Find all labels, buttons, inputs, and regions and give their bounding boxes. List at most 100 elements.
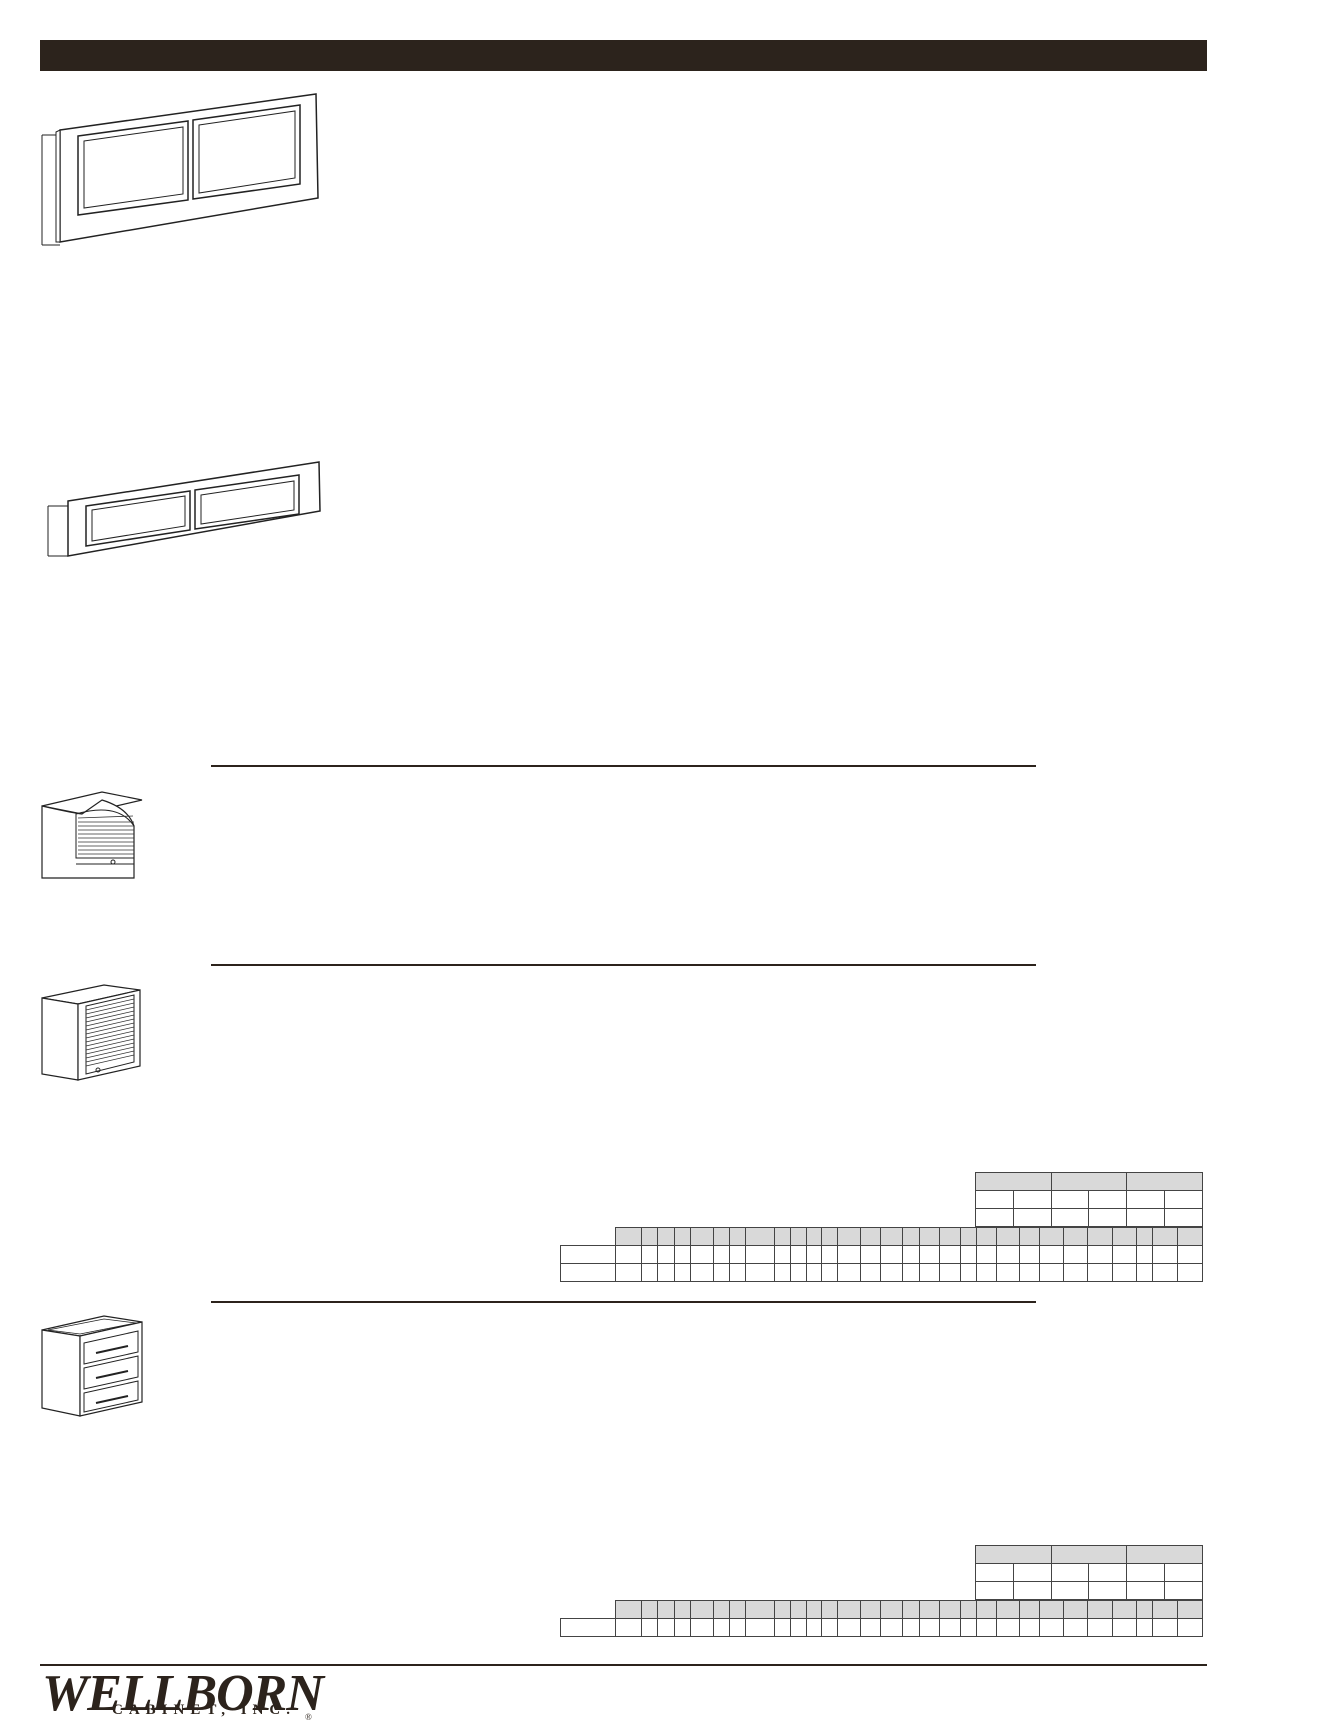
table-row (560, 1618, 1204, 1637)
grid-header-cell (976, 1600, 998, 1619)
grid-cell (728, 1245, 747, 1264)
grid-header-cell (996, 1227, 1020, 1246)
grid-header-cell (821, 1227, 839, 1246)
spec-table-bottom-groups (975, 1545, 1203, 1600)
grid-header-cell (728, 1600, 747, 1619)
grid-cell (773, 1245, 792, 1264)
grid-cell (690, 1618, 714, 1637)
table-cell (1050, 1172, 1128, 1191)
table-cell (975, 1545, 1052, 1564)
three-drawer-base-cabinet-illustration (41, 1315, 143, 1417)
grid-cell (880, 1263, 904, 1282)
grid-header-cell (1087, 1227, 1113, 1246)
grid-header-cell (1176, 1600, 1204, 1619)
grid-header-cell (959, 1600, 978, 1619)
grid-header-cell (880, 1227, 904, 1246)
table-cell (1012, 1581, 1052, 1600)
table-cell (1050, 1563, 1090, 1582)
grid-cell (1018, 1618, 1040, 1637)
grid-header-cell (690, 1600, 714, 1619)
grid-header-cell (1063, 1227, 1089, 1246)
grid-cell (1038, 1245, 1065, 1264)
grid-header-cell (773, 1227, 792, 1246)
grid-header-cell (745, 1600, 775, 1619)
grid-cell (1152, 1263, 1178, 1282)
table-cell (1088, 1190, 1128, 1209)
table-cell (1050, 1190, 1090, 1209)
grid-cell (1152, 1245, 1178, 1264)
grid-cell (976, 1245, 998, 1264)
grid-header-cell (657, 1227, 675, 1246)
grid-cell (806, 1245, 822, 1264)
grid-cell (939, 1263, 961, 1282)
grid-cell (1135, 1263, 1154, 1282)
grid-cell (773, 1618, 792, 1637)
grid-header-cell (560, 1227, 616, 1246)
grid-cell (959, 1245, 978, 1264)
table-cell (1088, 1581, 1128, 1600)
grid-cell (673, 1263, 692, 1282)
table-cell (1088, 1208, 1128, 1227)
spec-grid-top (560, 1227, 1204, 1282)
grid-cell (657, 1263, 675, 1282)
grid-header-cell (560, 1600, 616, 1619)
grid-cell (939, 1245, 961, 1264)
grid-header-cell (918, 1227, 941, 1246)
grid-cell (1087, 1245, 1113, 1264)
grid-header-cell (614, 1227, 642, 1246)
grid-header-cell (657, 1600, 675, 1619)
grid-cell (1111, 1618, 1137, 1637)
table-cell (1126, 1563, 1166, 1582)
grid-cell (996, 1263, 1020, 1282)
grid-cell (773, 1263, 792, 1282)
grid-cell (902, 1245, 920, 1264)
spec-table-top-groups (975, 1172, 1203, 1227)
grid-cell (1111, 1245, 1137, 1264)
grid-header-cell (790, 1600, 808, 1619)
table-cell (1050, 1545, 1128, 1564)
table-cell (1126, 1172, 1203, 1191)
grid-header-cell (918, 1600, 941, 1619)
grid-header-cell (790, 1227, 808, 1246)
grid-cell (560, 1245, 616, 1264)
grid-cell (657, 1618, 675, 1637)
grid-cell (1087, 1263, 1113, 1282)
brand-logo-subtitle: CABINET, INC. (112, 1702, 296, 1718)
grid-header-cell (773, 1600, 792, 1619)
grid-cell (1152, 1618, 1178, 1637)
grid-cell (614, 1263, 642, 1282)
grid-cell (790, 1618, 808, 1637)
grid-cell (745, 1263, 775, 1282)
grid-header-cell (976, 1227, 998, 1246)
registered-mark: ® (305, 1712, 312, 1722)
grid-cell (1063, 1618, 1089, 1637)
grid-cell (939, 1618, 961, 1637)
grid-header-cell (1176, 1227, 1204, 1246)
grid-header-cell (806, 1227, 822, 1246)
grid-cell (821, 1263, 839, 1282)
grid-cell (1176, 1263, 1204, 1282)
table-cell (975, 1190, 1014, 1209)
grid-header-cell (806, 1600, 822, 1619)
grid-cell (918, 1245, 941, 1264)
grid-cell (560, 1263, 616, 1282)
grid-cell (1063, 1263, 1089, 1282)
table-cell (1088, 1563, 1128, 1582)
grid-cell (673, 1245, 692, 1264)
grid-cell (859, 1263, 882, 1282)
grid-header-cell (1063, 1600, 1089, 1619)
grid-cell (745, 1618, 775, 1637)
appliance-garage-straight-illustration (41, 984, 141, 1081)
grid-header-cell (673, 1227, 692, 1246)
grid-header-cell (712, 1227, 731, 1246)
grid-header-cell (690, 1227, 714, 1246)
grid-cell (821, 1618, 839, 1637)
grid-cell (790, 1245, 808, 1264)
grid-cell (918, 1263, 941, 1282)
grid-cell (959, 1263, 978, 1282)
grid-header-cell (728, 1227, 747, 1246)
grid-cell (1176, 1618, 1204, 1637)
grid-cell (859, 1245, 882, 1264)
grid-cell (918, 1618, 941, 1637)
grid-cell (640, 1245, 659, 1264)
